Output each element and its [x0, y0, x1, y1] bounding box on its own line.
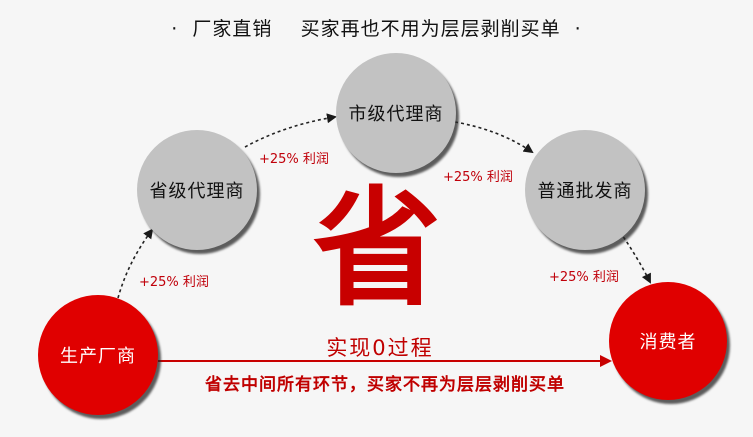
profit-label-1: +25% 利润: [139, 275, 209, 290]
slogan: 省去中间所有环节，买家不再为层层剥削买单: [205, 375, 565, 395]
node-wholesaler-label: 普通批发商: [537, 181, 633, 202]
headline: · 厂家直销 买家再也不用为层层剥削买单 ·: [171, 18, 582, 40]
zero-process-subtitle: 实现0过程: [326, 336, 434, 360]
arrow-wholesaler-to-consumer: [619, 231, 651, 284]
node-provincial-agent-label: 省级代理商: [149, 181, 245, 202]
node-wholesaler: 普通批发商: [525, 130, 645, 250]
profit-label-2: +25% 利润: [259, 152, 329, 167]
arrow-manufacturer-to-provincial: [117, 228, 154, 299]
node-manufacturer: 生产厂商: [38, 295, 158, 415]
node-consumer: 消费者: [609, 282, 727, 400]
node-provincial-agent: 省级代理商: [137, 130, 257, 250]
node-city-agent-label: 市级代理商: [348, 104, 444, 125]
node-consumer-label: 消费者: [639, 332, 697, 353]
node-city-agent: 市级代理商: [336, 53, 456, 173]
arrow-city-to-wholesaler: [454, 121, 534, 154]
node-manufacturer-label: 生产厂商: [60, 346, 136, 367]
profit-label-4: +25% 利润: [549, 270, 619, 285]
arrow-provincial-to-city: [244, 113, 337, 148]
save-big-character: 省: [312, 175, 441, 324]
profit-label-3: +25% 利润: [443, 170, 513, 185]
